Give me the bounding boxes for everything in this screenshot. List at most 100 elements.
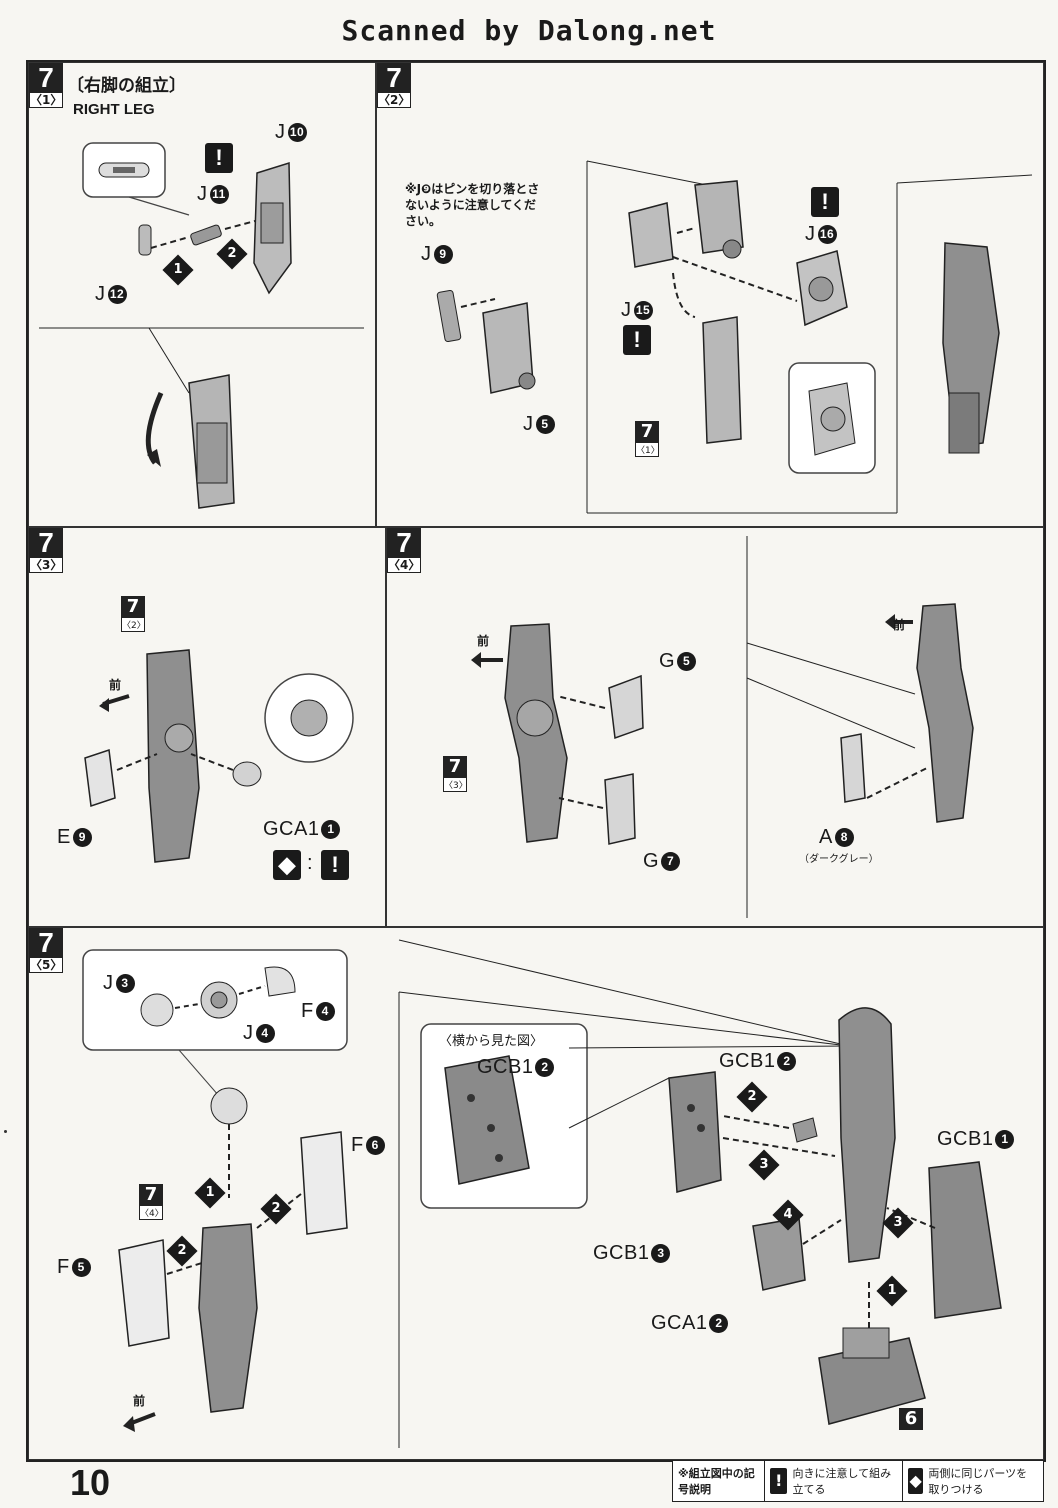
step-number: 7	[377, 63, 411, 93]
part-letter: J	[523, 413, 534, 435]
front-indicator: 前	[477, 634, 490, 648]
title-english: RIGHT LEG	[73, 101, 155, 118]
step-number: 7	[29, 528, 63, 558]
part-number: 6	[365, 1136, 385, 1155]
reference-number: 7	[635, 421, 659, 443]
reference-badge: 7 〈4〉	[139, 1184, 164, 1220]
part-letter: GCA1	[651, 1312, 708, 1334]
front-indicator: 前	[893, 618, 906, 632]
part-number: 2	[777, 1052, 797, 1071]
part-letter: F	[351, 1134, 364, 1156]
part-letter: A	[819, 826, 833, 848]
part-number: 16	[817, 225, 837, 244]
symbol-legend: ※組立図中の記号説明 ! 向きに注意して組み立てる ◆ 両側に同じパーツを取りつ…	[672, 1460, 1044, 1502]
step-badge: 7 〈5〉	[29, 928, 63, 973]
caution-icon: !	[205, 143, 233, 173]
part-letter: G	[659, 650, 676, 672]
part-number: 12	[107, 285, 127, 304]
sequence-marker-4: 4	[772, 1199, 804, 1231]
part-letter: J	[95, 283, 106, 305]
part-letter: E	[57, 826, 71, 848]
part-number: 15	[633, 301, 653, 320]
part-illustration	[82, 939, 1002, 1448]
caution-icon: !	[811, 187, 839, 217]
reference-substep: 〈1〉	[635, 443, 660, 457]
step-number: 7	[29, 63, 63, 93]
part-number: 10	[287, 123, 307, 142]
sequence-marker-3: 3	[748, 1149, 780, 1181]
part-letter: GCB1	[477, 1056, 534, 1078]
sequence-marker-1: 1	[162, 254, 194, 286]
panel-step-7-1: 7 〈1〉 〔右脚の組立〕 RIGHT LEG	[28, 62, 376, 527]
side-view-caption: 〈横から見た図〉	[439, 1034, 544, 1049]
step-substep: 〈3〉	[29, 558, 63, 573]
caution-icon: !	[321, 850, 349, 880]
part-illustration	[471, 536, 974, 918]
part-letter: J	[621, 299, 632, 321]
part-letter: J	[197, 183, 208, 205]
part-6-badge: 6	[899, 1408, 923, 1430]
sequence-marker-1: 1	[194, 1177, 226, 1209]
part-letter: F	[57, 1256, 70, 1278]
part-number: 9	[433, 245, 453, 264]
step-substep: 〈4〉	[387, 558, 421, 573]
caution-note: ※J❾はピンを切り落とさないように注意してください。	[405, 182, 540, 228]
part-number: 1	[321, 820, 341, 839]
page-number: 10	[70, 1462, 111, 1503]
part-letter: G	[643, 850, 660, 872]
step-badge: 7 〈2〉	[377, 63, 411, 108]
sequence-marker-1b: 1	[876, 1275, 908, 1307]
part-number: 4	[255, 1024, 275, 1043]
front-indicator: 前	[109, 678, 122, 692]
reference-badge: 7 〈3〉	[443, 756, 468, 792]
reference-substep: 〈2〉	[121, 618, 146, 632]
part-number: 8	[834, 828, 854, 847]
legend-item-both-sides-text: 両側に同じパーツを取りつける	[928, 1467, 1028, 1496]
reference-substep: 〈4〉	[139, 1206, 164, 1220]
part-letter: GCB1	[719, 1050, 776, 1072]
step-number: 7	[29, 928, 63, 958]
sequence-marker-2c: 2	[736, 1081, 768, 1113]
part-number: 5	[71, 1258, 91, 1277]
sequence-marker-2: 2	[260, 1193, 292, 1225]
part-illustration	[39, 142, 364, 509]
part-number: 7	[661, 852, 681, 871]
caution-icon: !	[623, 325, 651, 355]
part-letter: GCA1	[263, 818, 320, 840]
part-number: 4	[315, 1002, 335, 1021]
legend-item-caution: ! 向きに注意して組み立てる	[765, 1461, 903, 1501]
part-letter: J	[103, 972, 114, 994]
step-badge: 7 〈1〉	[29, 63, 63, 108]
panel-step-7-5: 7 〈5〉	[28, 927, 1044, 1460]
step-substep: 〈1〉	[29, 93, 63, 108]
both-sides-icon: ◆	[273, 850, 301, 880]
reference-badge: 7 〈1〉	[635, 421, 660, 457]
both-sides-icon: ◆	[908, 1468, 924, 1494]
step-number: 7	[387, 528, 421, 558]
scan-speck	[4, 1130, 7, 1133]
part-letter: J	[275, 121, 286, 143]
caution-icon: !	[770, 1468, 788, 1494]
part-number: 5	[677, 652, 697, 671]
title-japanese: 〔右脚の組立〕	[67, 76, 186, 96]
step-substep: 〈2〉	[377, 93, 411, 108]
part-number: 3	[651, 1244, 671, 1263]
